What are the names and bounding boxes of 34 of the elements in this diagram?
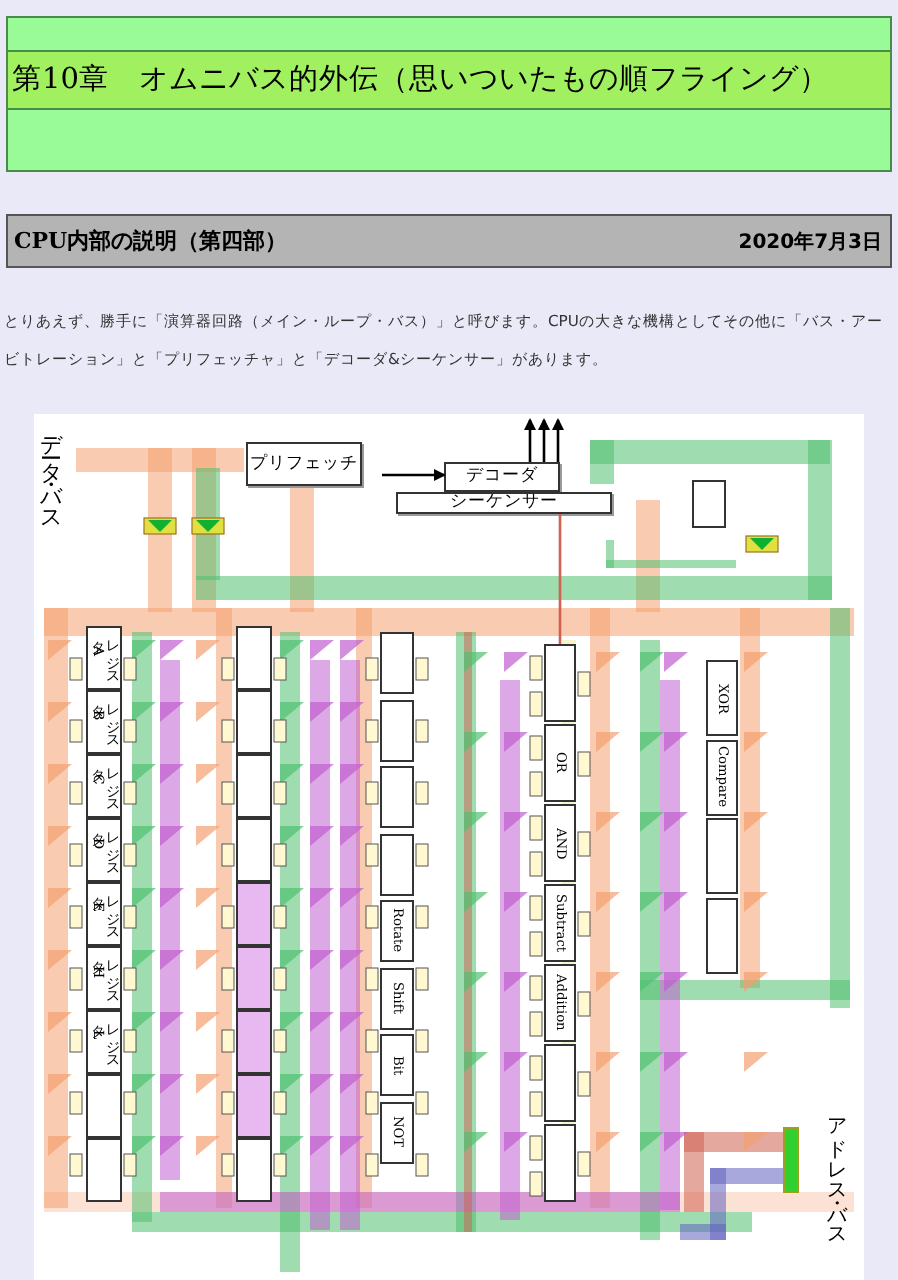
arrow <box>524 418 536 462</box>
process-box: シーケンサー <box>396 492 612 514</box>
alu-unit-box <box>380 699 414 761</box>
bus-label: データ・バス <box>40 420 62 522</box>
alu-unit-box <box>380 833 414 895</box>
arrow <box>382 469 446 481</box>
arrow <box>538 418 550 462</box>
alu-unit-box <box>544 1044 576 1122</box>
register-box <box>86 1138 122 1202</box>
alu-unit-box <box>380 632 414 694</box>
alu-unit-box <box>706 818 738 894</box>
bus-label: アドレス・バス <box>824 1104 844 1236</box>
alu-unit-box <box>706 897 738 973</box>
register-box <box>236 1074 272 1138</box>
connector-line <box>558 514 562 644</box>
alu-unit-box <box>544 1124 576 1202</box>
register-box <box>236 882 272 946</box>
register-box <box>236 818 272 882</box>
alu-unit-box <box>380 766 414 828</box>
date-text: 2020年7月3日 <box>738 229 882 256</box>
process-box: デコーダ <box>444 462 560 492</box>
page-title: 第10章 オムニバス的外伝（思いついたもの順フライング） <box>12 61 829 100</box>
alu-unit-box <box>544 644 576 722</box>
register-box <box>236 754 272 818</box>
register-box <box>236 1138 272 1202</box>
register-box <box>236 1010 272 1074</box>
arbiter-box <box>692 480 726 528</box>
register-box <box>236 626 272 690</box>
register-box <box>86 1074 122 1138</box>
register-box <box>236 690 272 754</box>
register-box <box>236 946 272 1010</box>
section-heading: CPU内部の説明（第四部） <box>14 226 288 256</box>
process-box: プリフェッチ <box>246 442 362 486</box>
arrow <box>552 418 564 462</box>
